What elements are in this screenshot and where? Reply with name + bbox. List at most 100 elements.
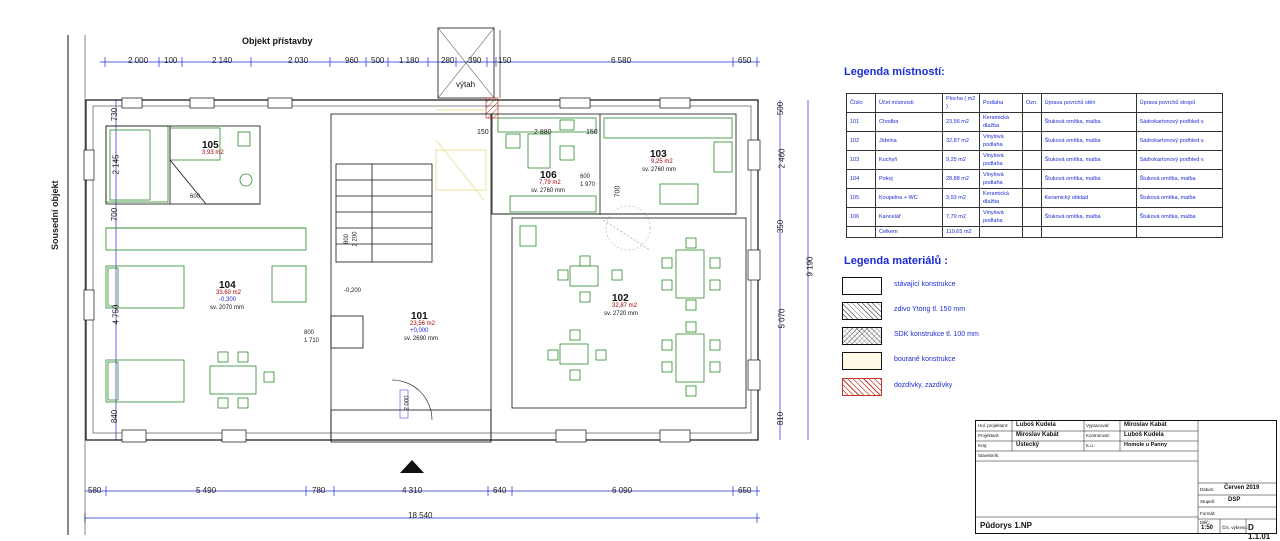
legend-cell: [1022, 131, 1042, 151]
legend-cell: Vinylová podlaha: [979, 169, 1023, 189]
dim-bottom-5: 6 090: [612, 486, 633, 495]
tb-stav-label: Stavebník:: [978, 453, 1000, 458]
dim-top-2: 2 140: [212, 56, 233, 65]
legend-cell: Jídelna: [875, 131, 943, 151]
legend-cell: 9,25 m2: [942, 150, 980, 170]
room-104-level: -0,300: [219, 297, 237, 303]
room-102-area: 32,87 m2: [612, 303, 638, 309]
room-106-number: 106: [540, 170, 557, 181]
legend-header-cell: Úprava povrchů stropů: [1135, 93, 1224, 113]
tb-proj-label: Projektant:: [978, 433, 1000, 438]
dim-right-4: 810: [776, 411, 786, 426]
dim-top-11: 650: [738, 56, 752, 65]
dim-right-1: 2 460: [777, 148, 787, 169]
legend-cell: Kancelář: [875, 207, 943, 227]
room-103-area: 9,25 m2: [651, 159, 673, 165]
legend-cell: Keramická dlažba: [979, 112, 1023, 132]
legend-cell: Štuková omítka, malba: [1040, 169, 1137, 189]
legend-cell: [1022, 188, 1042, 208]
tb-stupen-label: Stupeň:: [1200, 499, 1216, 504]
dim-top-3: 2 030: [288, 56, 309, 65]
dim-bottom-0: 580: [88, 486, 102, 495]
dim-bottom-1: 5 490: [196, 486, 217, 495]
dim-2880: 2 880: [534, 129, 552, 136]
dim-800b: 800: [304, 330, 315, 336]
room-105-number: 105: [202, 140, 219, 151]
legend-cell: [1022, 150, 1042, 170]
legend-cell: Štuková omítka, malba: [1040, 131, 1137, 151]
legend-cell: Kuchyň: [875, 150, 943, 170]
dim-700: 700: [614, 185, 622, 198]
dim-top-9: 150: [498, 56, 512, 65]
dim-600b: 600: [190, 194, 201, 200]
tb-cis-value: D 1.1.01: [1248, 523, 1271, 541]
legend-cell: [1022, 112, 1042, 132]
dim-left-0: 730: [110, 107, 120, 122]
material-label: zdivo Ytong tl. 150 mm: [894, 306, 966, 313]
legend-cell: Štuková omítka, malba: [1040, 150, 1137, 170]
legend-cell: 105: [846, 188, 876, 208]
material-swatch-ytong: [842, 302, 882, 320]
legend-cell: 28,88 m2: [942, 169, 980, 189]
floor-plan-drawing: [67, 27, 809, 535]
legend-header-row: Číslo Účel místnosti Plocha ( m2 ) Podla…: [846, 93, 1224, 113]
material-swatch-demolished: [842, 352, 882, 370]
dim-bottom-4: 640: [493, 486, 507, 495]
legend-cell: [846, 225, 876, 239]
dim-total: 18 540: [408, 511, 433, 520]
dim-150b: 150: [586, 129, 598, 136]
objekt-pristavby-label: Objekt přístavby: [242, 36, 313, 46]
tb-kon-label: Kontroloval:: [1086, 433, 1110, 438]
tb-datum-label: Datum:: [1200, 487, 1215, 492]
tb-mer-label: Měř.:: [1200, 520, 1211, 525]
legend-rooms-title: Legenda místností:: [844, 66, 945, 78]
legend-rooms-table: Číslo Účel místnosti Plocha ( m2 ) Podla…: [846, 93, 1224, 239]
dim-left-2: 700: [110, 207, 120, 222]
dim-top-1: 100: [164, 56, 178, 65]
dim-top-6: 1 180: [399, 56, 420, 65]
tb-cis-label: Čís. výkresu:: [1222, 525, 1249, 530]
legend-cell: [979, 225, 1023, 239]
room-105-area: 3,93 m2: [202, 150, 224, 156]
dim-right-3: 5 070: [777, 308, 787, 329]
tb-hip-value: Luboš Kudela: [1016, 422, 1056, 428]
legend-cell: Vinylová podlaha: [979, 150, 1023, 170]
legend-cell: [1022, 225, 1042, 239]
room-102-number: 102: [612, 293, 629, 304]
legend-cell: Keramická dlažba: [979, 188, 1023, 208]
tb-mer-value: 1:50: [1201, 525, 1214, 531]
title-block-grid: [976, 421, 1276, 533]
legend-cell: Sádrokartonový podhled v.: [1135, 131, 1224, 151]
dim-top-7: 280: [441, 56, 455, 65]
legend-cell: 23,56 m2: [942, 112, 980, 132]
tb-ku-value: Homole u Panny: [1124, 442, 1168, 448]
vytah-label: výtah: [456, 80, 476, 89]
tb-kon-value: Luboš Kudela: [1124, 432, 1164, 438]
tb-ku-label: K.ú.:: [1086, 443, 1096, 448]
material-label: bourané konstrukce: [894, 356, 956, 363]
tb-kraj-value: Ústecký: [1016, 442, 1040, 448]
legend-cell: [1022, 207, 1042, 227]
material-label: SDK konstrukce tl. 100 mm: [894, 331, 979, 338]
legend-cell: Štuková omítka, malba: [1135, 207, 1224, 227]
dim-bottom-2: 780: [312, 486, 326, 495]
legend-cell: 110,65 m2: [942, 225, 980, 239]
level-0200: -0,200: [344, 288, 362, 294]
dim-top-10: 6 580: [611, 56, 632, 65]
room-106-area: 7,79 m2: [539, 180, 561, 186]
dim-1710: 1 710: [304, 338, 320, 344]
tb-format-label: Formát:: [1200, 511, 1216, 516]
sousedni-objekt-label: Sousední objekt: [50, 180, 60, 250]
room-101-level: +0,000: [410, 328, 429, 334]
dim-left-1: 2 145: [111, 154, 121, 175]
legend-cell: Keramický obklad: [1040, 188, 1137, 208]
room-101-height: sv. 2690 mm: [404, 336, 438, 342]
legend-cell: 101: [846, 112, 876, 132]
dim-top-0: 2 000: [128, 56, 149, 65]
tb-stupen-value: DSP: [1228, 497, 1241, 503]
legend-cell: [1040, 225, 1137, 239]
